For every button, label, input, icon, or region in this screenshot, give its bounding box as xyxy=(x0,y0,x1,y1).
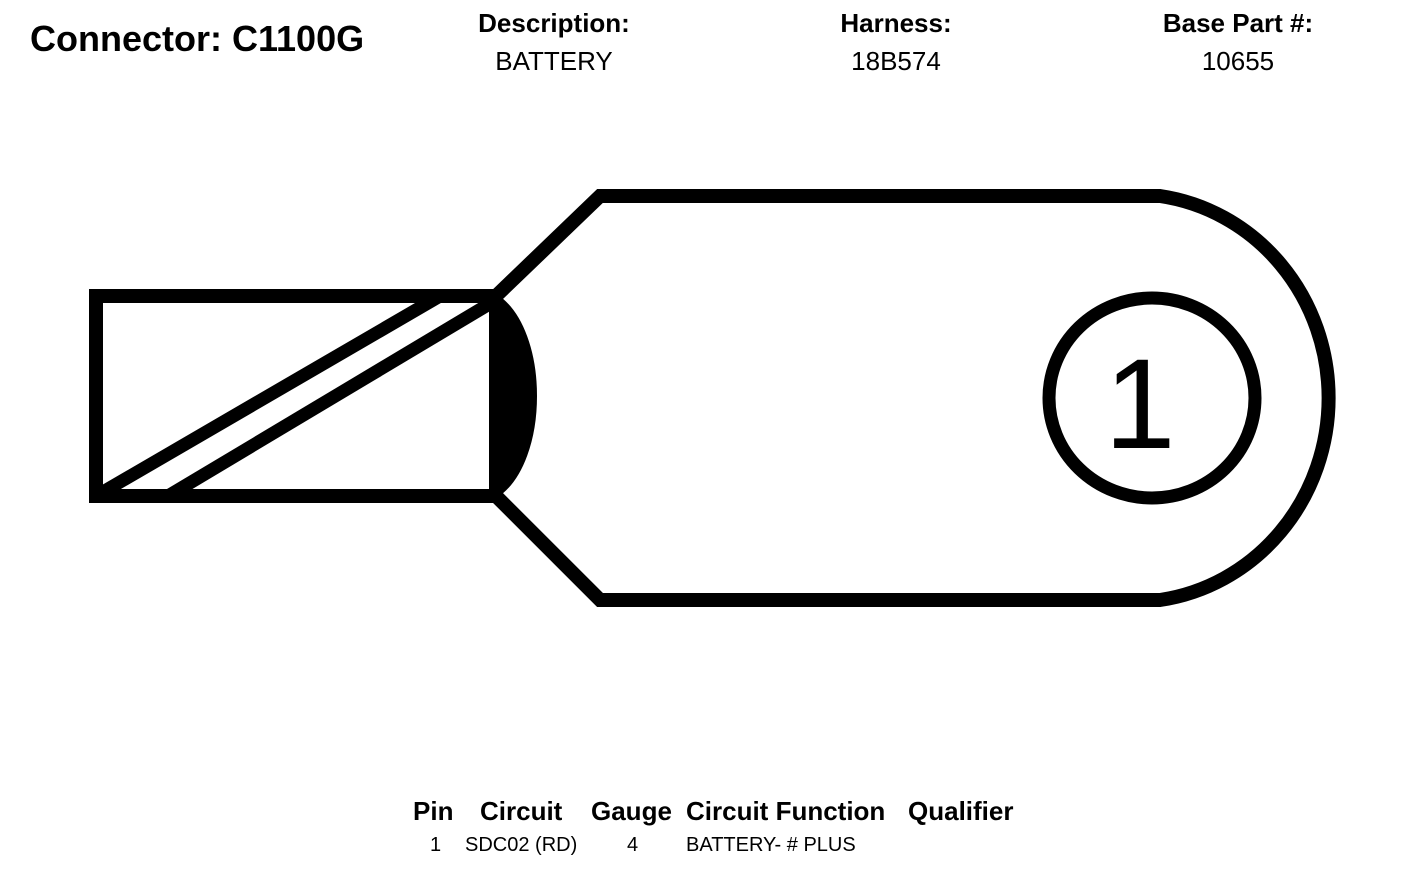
table-header-qualifier: Qualifier xyxy=(908,796,1014,826)
base-part-block: Base Part #: 10655 xyxy=(1088,8,1388,76)
harness-label: Harness: xyxy=(840,8,952,38)
table-header-pin: Pin xyxy=(413,796,454,826)
base-part-label: Base Part #: xyxy=(1162,8,1314,38)
connector-title: Connector: C1100G xyxy=(30,18,365,59)
table-header-gauge: Gauge xyxy=(591,796,672,826)
table-cell-pin: 1 xyxy=(430,834,442,856)
description-value: BATTERY xyxy=(495,46,613,76)
harness-value: 18B574 xyxy=(851,46,941,76)
barrel-slot-line-lower xyxy=(164,294,500,502)
barrel-slot-line-upper xyxy=(92,290,444,502)
base-part-value: 10655 xyxy=(1201,46,1275,76)
table-header-circuit: Circuit xyxy=(480,796,563,826)
harness-block: Harness: 18B574 xyxy=(746,8,1046,76)
pin-circle xyxy=(1042,291,1262,505)
table-header-function: Circuit Function xyxy=(686,796,886,826)
description-block: Description: BATTERY xyxy=(404,8,704,76)
table-cell-gauge: 4 xyxy=(627,834,639,856)
pin-number-label: 1 xyxy=(1104,333,1175,476)
description-label: Description: xyxy=(478,8,630,38)
table-cell-function: BATTERY- # PLUS xyxy=(686,834,856,856)
table-cell-circuit: SDC02 (RD) xyxy=(465,834,578,856)
crimp-bulge xyxy=(494,292,537,500)
ring-terminal-outline xyxy=(491,189,1336,607)
